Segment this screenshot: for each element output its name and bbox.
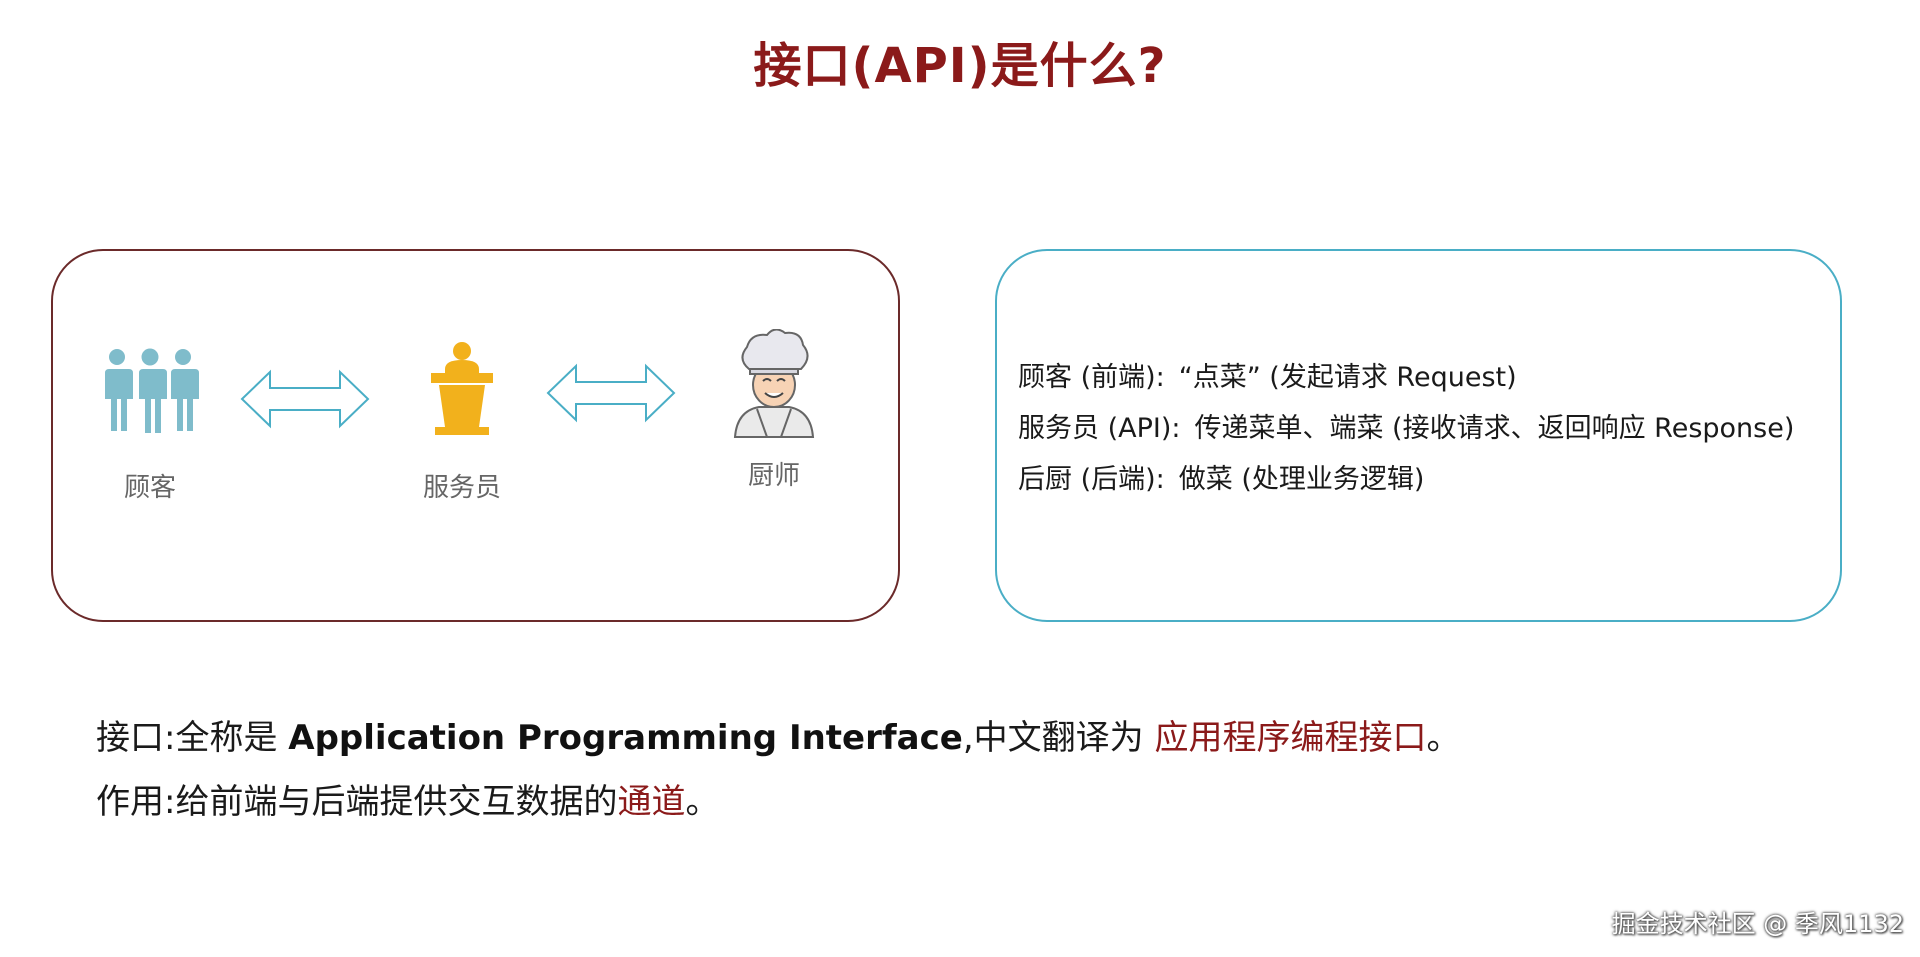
- people-icon: [105, 348, 199, 433]
- definition-prefix: 接口:全称是: [96, 718, 289, 758]
- role-label-customer: 顾客: [123, 473, 176, 503]
- role-chef: 厨师: [694, 329, 854, 492]
- role-label-waiter: 服务员: [422, 473, 501, 503]
- definition-suffix: 。: [1426, 718, 1461, 758]
- description-text: 传递菜单、端菜 (接收请求、返回响应 Response): [1194, 413, 1795, 444]
- description-text: 做菜 (处理业务逻辑): [1178, 464, 1425, 495]
- definition-full-name: Application Programming Interface: [288, 718, 963, 758]
- description-line-api: 服务员 (API): 传递菜单、端菜 (接收请求、返回响应 Response): [1018, 403, 1794, 454]
- purpose-suffix: 。: [685, 782, 720, 822]
- description-line-backend: 后厨 (后端): 做菜 (处理业务逻辑): [1018, 454, 1794, 505]
- description-text: “点菜” (发起请求 Request): [1178, 362, 1517, 393]
- double-arrow-icon: [546, 363, 676, 423]
- chef-icon: [733, 329, 815, 438]
- double-arrow-icon: [240, 369, 370, 429]
- role-waiter: 服务员: [382, 341, 542, 504]
- role-label-chef: 厨师: [747, 461, 800, 491]
- purpose-prefix: 作用:给前端与后端提供交互数据的: [96, 782, 618, 822]
- role-customer: 顾客: [70, 345, 230, 504]
- description-line-frontend: 顾客 (前端): “点菜” (发起请求 Request): [1018, 352, 1794, 403]
- definition-middle: ,中文翻译为: [962, 718, 1155, 758]
- definition-translation: 应用程序编程接口: [1154, 718, 1427, 758]
- summary-purpose: 作用:给前端与后端提供交互数据的通道。: [96, 770, 1460, 834]
- summary-definition: 接口:全称是 Application Programming Interface…: [96, 706, 1460, 770]
- summary: 接口:全称是 Application Programming Interface…: [96, 706, 1460, 834]
- podium-waiter-icon: [431, 342, 493, 435]
- purpose-highlight: 通道: [617, 782, 686, 822]
- description-panel: [995, 249, 1842, 622]
- description-role: 服务员 (API):: [1018, 413, 1181, 444]
- description-list: 顾客 (前端): “点菜” (发起请求 Request) 服务员 (API): 传递…: [1018, 352, 1794, 505]
- description-role: 后厨 (后端):: [1018, 464, 1165, 495]
- watermark: 掘金技术社区 @ 季风1132: [1611, 910, 1904, 938]
- page-title: 接口(API)是什么?: [753, 38, 1167, 94]
- description-role: 顾客 (前端):: [1018, 362, 1165, 393]
